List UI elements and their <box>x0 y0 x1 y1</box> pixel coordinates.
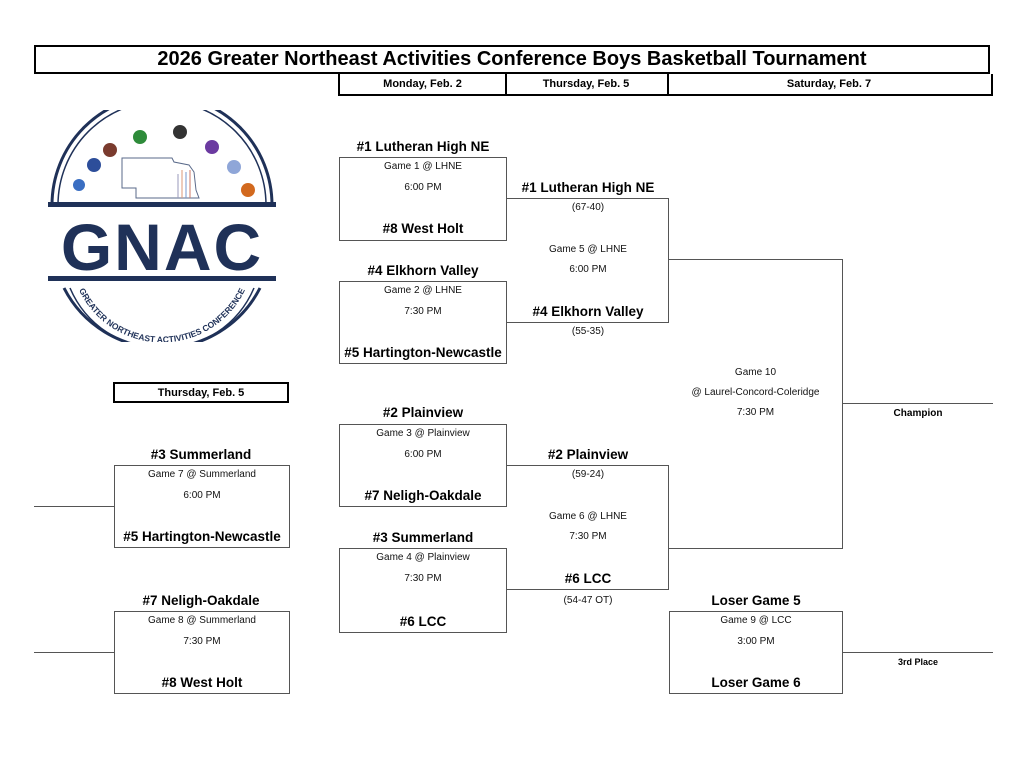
day-header-thursday: Thursday, Feb. 5 <box>505 74 669 96</box>
g9-time: 3:00 PM <box>737 636 775 647</box>
g8-top-team: #7 Neligh-Oakdale <box>142 593 260 608</box>
g9-top-team: Loser Game 5 <box>711 593 801 608</box>
g6-top-score: (59-24) <box>571 469 605 480</box>
g6-top-line <box>507 465 669 466</box>
g5-time: 6:00 PM <box>569 264 607 275</box>
game-4-box <box>339 548 507 633</box>
g5-top-team: #1 Lutheran High NE <box>521 180 655 195</box>
g10-time: 7:30 PM <box>736 407 775 418</box>
final-bottom-line <box>669 548 843 549</box>
final-top-line <box>669 259 843 260</box>
g6-bottom-score: (54-47 OT) <box>563 595 613 606</box>
champion-label: Champion <box>893 408 943 419</box>
bracket-title: 2026 Greater Northeast Activities Confer… <box>34 45 990 74</box>
g3-top-team: #2 Plainview <box>382 405 464 420</box>
g5-bottom-team: #4 Elkhorn Valley <box>532 304 644 319</box>
g1-bottom-team: #8 West Holt <box>382 221 464 236</box>
g7-top-team: #3 Summerland <box>150 447 252 462</box>
game-2-box <box>339 281 507 364</box>
g1-game: Game 1 @ LHNE <box>384 161 462 172</box>
g7-bottom-team: #5 Hartington-Newcastle <box>123 529 281 544</box>
g5-game: Game 5 @ LHNE <box>549 244 627 255</box>
game-7-box <box>114 465 290 548</box>
game-8-box <box>114 611 290 694</box>
g10-site: @ Laurel-Concord-Coleridge <box>691 387 820 398</box>
g3-time: 6:00 PM <box>404 449 442 460</box>
g5-top-score: (67-40) <box>571 202 605 213</box>
g9-bottom-team: Loser Game 6 <box>711 675 801 690</box>
game-9-box <box>669 611 843 694</box>
gnac-logo: GNAC GREATER NORTHEAST ACTIVITIES CONFER… <box>44 93 280 350</box>
g2-time: 7:30 PM <box>404 306 442 317</box>
g4-game: Game 4 @ Plainview <box>376 552 470 563</box>
g4-bottom-team: #6 LCC <box>399 614 447 629</box>
g2-top-team: #4 Elkhorn Valley <box>367 263 479 278</box>
g5-bottom-line <box>507 322 669 323</box>
day-header-monday: Monday, Feb. 2 <box>338 74 507 96</box>
gnac-logo-icon: GNAC GREATER NORTHEAST ACTIVITIES CONFER… <box>48 93 276 350</box>
g6-top-team: #2 Plainview <box>547 447 629 462</box>
g4-top-team: #3 Summerland <box>372 530 474 545</box>
g8-left-line <box>34 652 114 653</box>
g6-game: Game 6 @ LHNE <box>549 511 627 522</box>
g5-top-line <box>507 198 669 199</box>
g1-time: 6:00 PM <box>404 182 442 193</box>
g8-bottom-team: #8 West Holt <box>161 675 243 690</box>
g6-time: 7:30 PM <box>569 531 607 542</box>
champion-line <box>843 403 993 404</box>
game-3-box <box>339 424 507 507</box>
g6-bottom-line <box>507 589 669 590</box>
g8-time: 7:30 PM <box>183 636 221 647</box>
g2-game: Game 2 @ LHNE <box>384 285 462 296</box>
g10-game: Game 10 <box>734 367 777 378</box>
g4-time: 7:30 PM <box>404 573 442 584</box>
g5-right-bracket <box>668 198 669 323</box>
g5-bottom-score: (55-35) <box>571 326 605 337</box>
g9-game: Game 9 @ LCC <box>720 615 792 626</box>
consolation-day-label: Thursday, Feb. 5 <box>113 382 289 403</box>
third-place-label: 3rd Place <box>897 657 939 667</box>
g1-top-team: #1 Lutheran High NE <box>356 139 490 154</box>
g3-bottom-team: #7 Neligh-Oakdale <box>364 488 482 503</box>
g7-game: Game 7 @ Summerland <box>148 469 256 480</box>
game-1-box <box>339 157 507 241</box>
g7-left-line <box>34 506 114 507</box>
svg-text:GNAC: GNAC <box>61 210 263 284</box>
g6-right-bracket <box>668 465 669 590</box>
svg-text:GREATER NORTHEAST ACTIVITIES C: GREATER NORTHEAST ACTIVITIES CONFERENCE <box>77 286 247 342</box>
g6-bottom-team: #6 LCC <box>564 571 612 586</box>
third-place-line <box>843 652 993 653</box>
g3-game: Game 3 @ Plainview <box>376 428 470 439</box>
g8-game: Game 8 @ Summerland <box>148 615 256 626</box>
g2-bottom-team: #5 Hartington-Newcastle <box>344 345 502 360</box>
day-header-saturday: Saturday, Feb. 7 <box>667 74 993 96</box>
g7-time: 6:00 PM <box>183 490 221 501</box>
final-right-bracket <box>842 259 843 549</box>
